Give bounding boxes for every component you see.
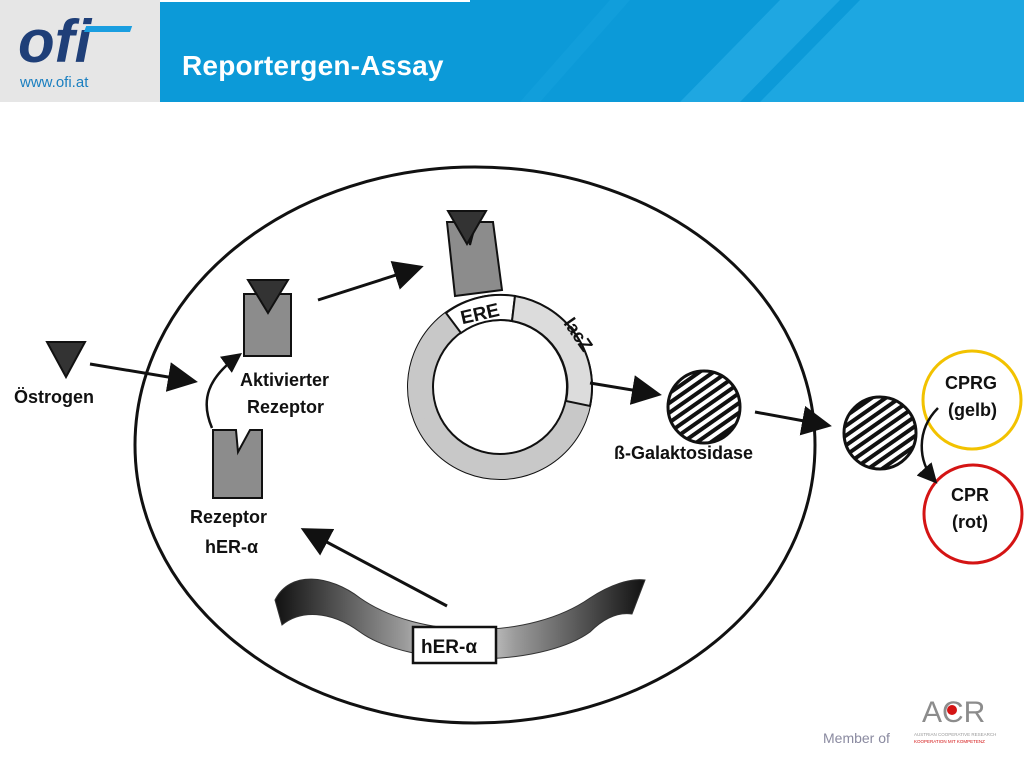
galactosidase-label: ß-Galaktosidase bbox=[614, 443, 753, 463]
estrogen-triangle-icon bbox=[45, 341, 87, 380]
acr-tagline-1: AUSTRIAN COOPERATIVE RESEARCH bbox=[914, 732, 996, 737]
lacz-segment bbox=[510, 294, 593, 408]
title-banner: Reportergen-Assay bbox=[160, 0, 1024, 102]
website-url[interactable]: www.ofi.at bbox=[20, 74, 89, 91]
galactosidase-enzyme-icon bbox=[666, 369, 742, 445]
acr-tagline-2: KOOPERATION MIT KOMPETENZ bbox=[914, 739, 985, 744]
ofi-logo-icon: ofi bbox=[18, 10, 133, 72]
mrna-label-box bbox=[411, 625, 498, 665]
cpr-label-2: (rot) bbox=[952, 512, 988, 532]
logo-area: ofi www.ofi.at bbox=[0, 0, 160, 102]
activation-curve-arrow bbox=[205, 353, 243, 429]
dna-binding-arrow bbox=[317, 261, 424, 302]
member-of-label: Member of bbox=[823, 730, 890, 746]
expression-arrow bbox=[589, 375, 662, 405]
activated-receptor-label-2: Rezeptor bbox=[247, 397, 324, 417]
page-title: Reportergen-Assay bbox=[182, 50, 444, 81]
estrogen-label: Östrogen bbox=[14, 387, 94, 407]
cprg-label-1: CPRG bbox=[945, 373, 997, 393]
banner-stripes bbox=[160, 0, 1024, 102]
logo-accent-bar bbox=[83, 26, 133, 32]
ere-bound-estrogen-icon bbox=[446, 210, 488, 247]
secretion-arrow bbox=[754, 405, 832, 436]
ere-bound-receptor bbox=[445, 221, 504, 298]
mrna-band bbox=[274, 578, 646, 660]
receptor-label-2: hER-α bbox=[205, 537, 258, 557]
receptor-body bbox=[212, 429, 263, 499]
cprg-label-2: (gelb) bbox=[948, 400, 997, 420]
mrna-label: hER-α bbox=[421, 637, 477, 658]
cpr-label-1: CPR bbox=[951, 485, 989, 505]
acr-dot-icon bbox=[947, 705, 957, 715]
plasmid-inner-edge bbox=[432, 319, 568, 455]
secreted-enzyme-icon bbox=[842, 395, 918, 471]
cpr-product-ring bbox=[922, 463, 1024, 565]
ofi-logo-text: ofi bbox=[18, 10, 93, 72]
estrogen-entry-arrow bbox=[89, 362, 198, 392]
receptor-label-1: Rezeptor bbox=[190, 507, 267, 527]
conversion-curve-arrow bbox=[916, 407, 939, 484]
acr-partner-logo: ACR AUSTRIAN COOPERATIVE RESEARCH KOOPER… bbox=[914, 696, 996, 744]
translation-arrow bbox=[300, 528, 448, 608]
cprg-substrate-ring bbox=[921, 349, 1023, 451]
bound-estrogen-icon bbox=[246, 279, 290, 315]
activated-receptor-label-1: Aktivierter bbox=[240, 370, 329, 390]
